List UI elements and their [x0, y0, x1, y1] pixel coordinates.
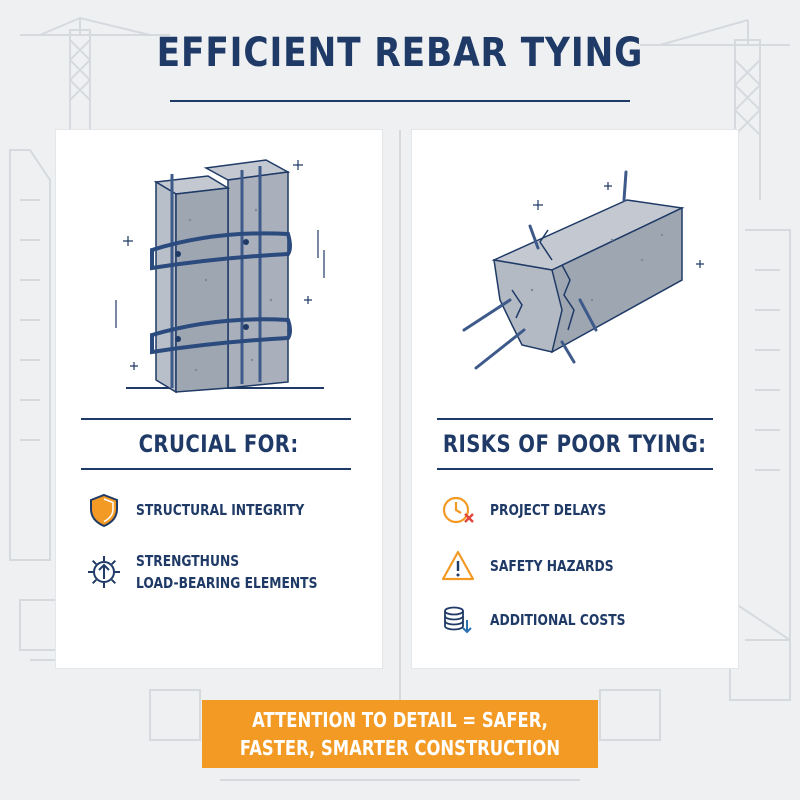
safety-hazards-text: SAFETY HAZARDS: [490, 557, 614, 575]
left-heading-rule-bottom: [81, 468, 351, 470]
list-item-structural-integrity: STRUCTURAL INTEGRITY: [86, 492, 341, 528]
structural-integrity-text: STRUCTURAL INTEGRITY: [136, 501, 305, 519]
list-item-additional-costs: ADDITIONAL COSTS: [440, 602, 655, 638]
conclusion-banner: ATTENTION TO DETAIL = SAFER, FASTER, SMA…: [202, 700, 598, 768]
warning-icon: [441, 550, 475, 581]
right-heading-rule-top: [437, 418, 713, 420]
rebar-column-illustration: [115, 159, 325, 394]
shield-icon: [90, 493, 118, 528]
risks-heading: RISKS OF POOR TYING:: [443, 430, 707, 458]
title-container: EFFICIENT REBAR TYING: [0, 30, 800, 84]
banner-line-2: FASTER, SMARTER CONSTRUCTION: [239, 736, 561, 760]
additional-costs-text: ADDITIONAL COSTS: [490, 611, 626, 629]
load-bearing-text: STRENGTHUNS LOAD-BEARING ELEMENTS: [136, 552, 318, 592]
cracked-beam-illustration: [462, 170, 704, 370]
list-item-load-bearing: STRENGTHUNS LOAD-BEARING ELEMENTS: [86, 550, 357, 594]
banner-line-1: ATTENTION TO DETAIL = SAFER,: [252, 708, 548, 732]
crucial-for-heading: CRUCIAL FOR:: [138, 430, 300, 458]
crucial-for-card: CRUCIAL FOR: STRUCTURAL INTEGRITY STRENG…: [56, 130, 382, 668]
right-heading-rule-bottom: [437, 468, 713, 470]
gear-arrow-icon: [88, 556, 120, 588]
clock-x-icon: [442, 496, 474, 524]
risks-card: RISKS OF POOR TYING: PROJECT DELAYS SAFE…: [412, 130, 738, 668]
page-title: EFFICIENT REBAR TYING: [156, 30, 644, 76]
coins-icon: [444, 606, 472, 634]
list-item-safety-hazards: SAFETY HAZARDS: [440, 548, 641, 584]
title-underline: [170, 100, 630, 102]
project-delays-text: PROJECT DELAYS: [490, 501, 607, 519]
left-heading-rule-top: [81, 418, 351, 420]
list-item-project-delays: PROJECT DELAYS: [440, 492, 632, 528]
